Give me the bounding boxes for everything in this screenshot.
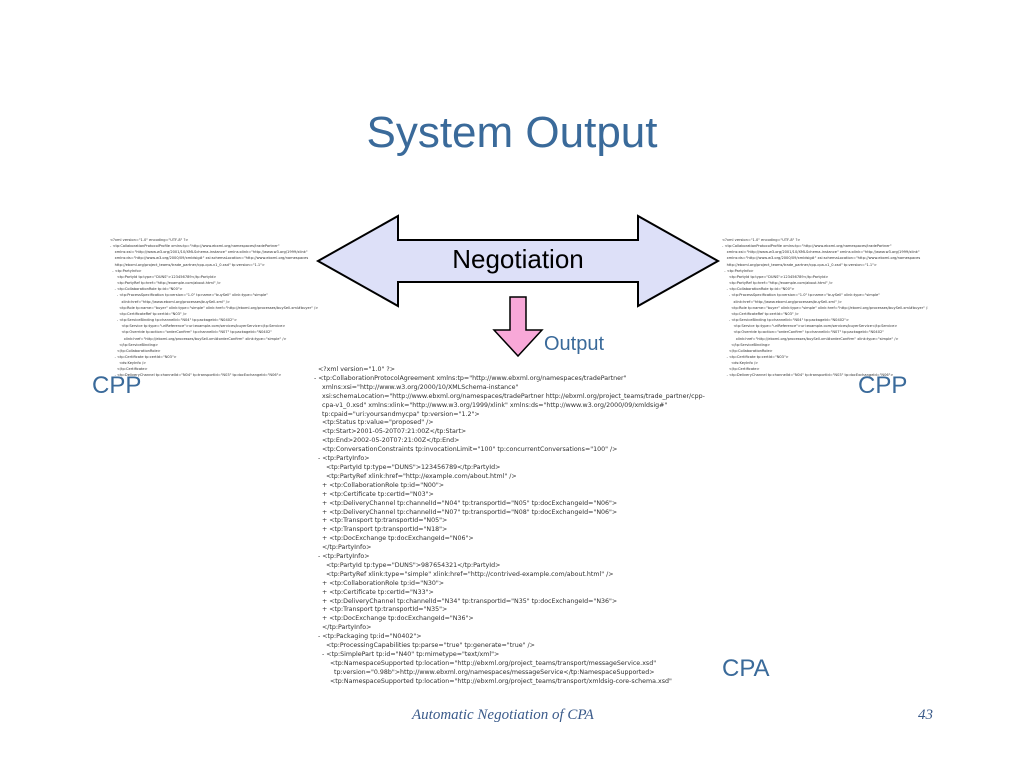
xml-line: <tp:PartyId tp:type="DUNS">123456789</tp… — [110, 274, 217, 279]
negotiation-label: Negotiation — [452, 244, 584, 274]
xml-line: <tp:Status tp:value="proposed" /> — [314, 419, 434, 427]
xml-line: xlink:href="http://ebxml.org/processes/b… — [110, 336, 287, 341]
xml-line: xmlns:ds="http://www.w3.org/2000/09/xmld… — [110, 256, 309, 261]
xml-line: + <tp:DeliveryChannel tp:channelId="N07"… — [314, 508, 618, 516]
xml-line: <?xml version="1.0" encoding="UTF-8" ?> — [722, 238, 801, 242]
xml-line: - <tp:ServiceBinding tp:channelId="N04" … — [110, 318, 237, 323]
xml-line: xmlns:ds="http://www.w3.org/2000/09/xmld… — [722, 256, 921, 261]
xml-line: <tp:PartyId tp:type="DUNS">123456789</tp… — [722, 274, 829, 279]
xml-line: + <tp:Transport tp:transportId="N05"> — [314, 517, 448, 525]
xml-line: - <tp:Packaging tp:id="N0402"> — [314, 633, 422, 641]
xml-line: xmlns:xsi="http://www.w3.org/2000/10/XML… — [314, 383, 519, 391]
xml-line: - <tp:ProcessSpecification tp:version="1… — [110, 293, 268, 298]
xml-line: </tp:PartyInfo> — [314, 544, 372, 552]
xml-line: tp:cpaid="uri:yoursandmycpa" tp:version=… — [314, 410, 480, 418]
xml-line: <tp:PartyRef xlink:type="simple" xlink:h… — [314, 570, 614, 578]
cpp-right-xml-snippet: <?xml version="1.0" encoding="UTF-8" ?> -… — [722, 237, 928, 384]
cpa-label: CPA — [722, 655, 770, 682]
xml-line: + <tp:Certificate tp:certId="N33"> — [314, 588, 434, 596]
xml-line: + <tp:DocExchange tp:docExchangeId="N36"… — [314, 615, 474, 623]
xml-line: - <tp:CollaborationRole tp:id="N00"> — [110, 287, 183, 292]
xml-line: </tp:CollaborationRole> — [722, 348, 773, 353]
xml-line: - <tp:CollaborationProtocolProfile xmlns… — [110, 244, 280, 249]
xml-line: + <tp:DeliveryChannel tp:channelId="N34"… — [314, 597, 618, 605]
xml-line: <tp:PartyId tp:type="DUNS">123456789</tp… — [314, 463, 501, 471]
xml-line: </tp:ServiceBinding> — [722, 342, 771, 347]
xml-line: </tp:ServiceBinding> — [110, 342, 159, 347]
xml-line: xlink:href="http://www.ebxml.org/process… — [722, 299, 843, 304]
xml-line: <ds:KeyInfo /> — [722, 361, 759, 366]
xml-line: cpa-v1_0.xsd" xmlns:xlink="http://www.w3… — [314, 401, 668, 409]
xml-line: <tp:CertificateRef tp:certId="N03" /> — [722, 311, 799, 316]
footer-page-number: 43 — [918, 707, 933, 723]
xml-line: + <tp:CollaborationRole tp:id="N00"> — [314, 481, 445, 489]
xml-line: + <tp:Transport tp:transportId="N35"> — [314, 606, 448, 614]
xml-line: <tp:Role tp:name="buyer" xlink:type="sim… — [722, 305, 928, 310]
xml-line: <tp:Start>2001-05-20T07:21:00Z</tp:Start… — [314, 428, 467, 436]
xml-line: - <tp:PartyInfo> — [314, 553, 370, 561]
xml-line: - <tp:Certificate tp:certId="N03"> — [722, 354, 789, 359]
xml-line: <tp:CertificateRef tp:certId="N03" /> — [110, 311, 187, 316]
xml-line: <tp:PartyRef xlink:href="http://example.… — [314, 472, 517, 480]
xml-line: <tp:Role tp:name="buyer" xlink:type="sim… — [110, 305, 319, 310]
xml-line: - <tp:ServiceBinding tp:channelId="N04" … — [722, 318, 849, 323]
footer-title: Automatic Negotiation of CPA — [412, 707, 594, 723]
xml-line: - <tp:CollaborationProtocolProfile xmlns… — [722, 244, 892, 249]
xml-line: <?xml version="1.0" encoding="UTF-8" ?> — [110, 238, 189, 242]
xml-line: + <tp:Transport tp:transportId="N18"> — [314, 526, 448, 534]
cpp-left-label: CPP — [92, 372, 142, 399]
xml-line: </tp:PartyInfo> — [314, 624, 372, 632]
xml-line: <ds:KeyInfo /> — [110, 361, 147, 366]
cpp-left-xml-snippet: <?xml version="1.0" encoding="UTF-8" ?> -… — [110, 237, 320, 384]
xml-line: - <tp:PartyInfo> — [110, 268, 142, 273]
xml-line: xmlns:xsi="http://www.w3.org/2001/10/XML… — [110, 250, 308, 255]
negotiation-double-arrow — [315, 214, 721, 308]
xml-line: - <tp:PartyInfo> — [722, 268, 754, 273]
xml-line: - <tp:DeliveryChannel tp:channelId="N04"… — [110, 373, 282, 378]
xml-line: xlink:href="http://www.ebxml.org/process… — [110, 299, 231, 304]
xml-line: xmlns:xsi="http://www.w3.org/2001/10/XML… — [722, 250, 920, 255]
xml-line: <?xml version="1.0" ?> — [314, 366, 395, 373]
xml-line: http://ebxml.org/project_teams/trade_par… — [110, 262, 265, 267]
xml-line: <tp:ConversationConstraints tp:invocatio… — [314, 446, 618, 454]
xml-line: <tp:PartyId tp:type="DUNS">987654321</tp… — [314, 561, 501, 569]
xml-line: <tp:PartyRef tp:href="http://example.com… — [722, 281, 833, 286]
xml-line: - <tp:ProcessSpecification tp:version="1… — [722, 293, 880, 298]
xml-line: <tp:Service tp:type="uriReference">uri:e… — [722, 324, 898, 329]
xml-line: + <tp:DeliveryChannel tp:channelId="N04"… — [314, 499, 618, 507]
xml-line: <tp:Service tp:type="uriReference">uri:e… — [110, 324, 286, 329]
xml-line: <tp:NamespaceSupported tp:location="http… — [314, 677, 672, 685]
xml-line: xlink:href="http://ebxml.org/processes/b… — [722, 336, 899, 341]
xml-line: - <tp:CollaborationProtocolAgreement xml… — [314, 374, 627, 382]
xml-line: <tp:Override tp:action="orderConfirm" tp… — [722, 330, 884, 335]
slide-title: System Output — [366, 108, 658, 157]
xml-line: <tp:PartyRef tp:href="http://example.com… — [110, 281, 221, 286]
xml-line: + <tp:Certificate tp:certId="N03"> — [314, 490, 434, 498]
xml-line: <tp:End>2002-05-20T07:21:00Z</tp:End> — [314, 437, 460, 445]
output-down-arrow — [492, 296, 544, 358]
cpp-right-label: CPP — [858, 372, 908, 399]
xml-line: + <tp:CollaborationRole tp:id="N30"> — [314, 579, 445, 587]
xml-line: </tp:Certificate> — [110, 367, 148, 372]
xml-line: + <tp:DocExchange tp:docExchangeId="N06"… — [314, 535, 474, 543]
xml-line: </tp:CollaborationRole> — [110, 348, 161, 353]
xml-line: - <tp:Certificate tp:certId="N03"> — [110, 354, 177, 359]
xml-line: - <tp:DeliveryChannel tp:channelId="N04"… — [722, 373, 894, 378]
xml-line: <tp:Override tp:action="orderConfirm" tp… — [110, 330, 272, 335]
xml-line: xsi:schemaLocation="http://www.ebxml.org… — [314, 392, 705, 400]
xml-line: - <tp:PartyInfo> — [314, 455, 370, 463]
xml-line: - <tp:SimplePart tp:id="N40" tp:mimetype… — [314, 651, 500, 658]
xml-line: </tp:Certificate> — [722, 367, 760, 372]
xml-line: <tp:ProcessingCapabilities tp:parse="tru… — [314, 642, 535, 650]
xml-line: http://ebxml.org/project_teams/trade_par… — [722, 262, 877, 267]
output-label: Output — [544, 333, 605, 355]
xml-line: <tp:NamespaceSupported tp:location="http… — [314, 659, 657, 667]
xml-line: - <tp:CollaborationRole tp:id="N00"> — [722, 287, 795, 292]
xml-line: tp:version="0.98b">http://www.ebxml.org/… — [314, 668, 655, 676]
cpa-xml-snippet: <?xml version="1.0" ?>- <tp:Collaboratio… — [314, 366, 718, 691]
